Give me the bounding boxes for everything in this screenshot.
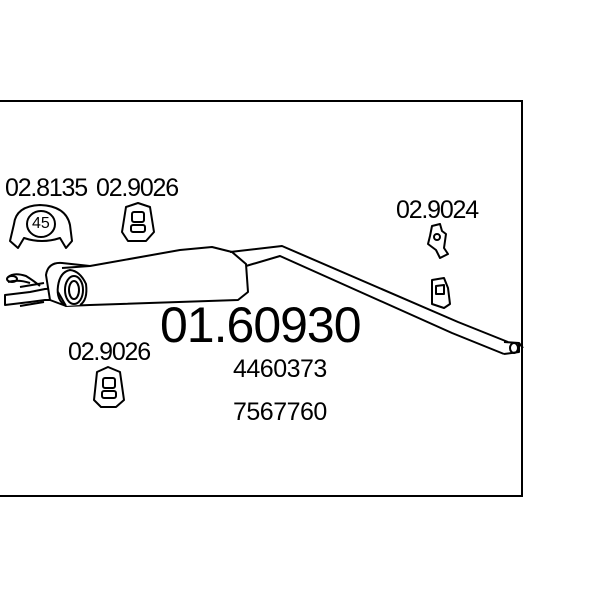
oe-number-2: 7567760 (233, 398, 327, 426)
clamp-size-label: 45 (32, 215, 50, 232)
inlet-pipe (4, 273, 63, 307)
rubber-mount-top-icon (121, 202, 155, 242)
muffler-body (45, 246, 249, 307)
rubber-mount-top-part-number: 02.9026 (96, 174, 179, 202)
bracket-icon (427, 223, 449, 259)
oe-number-1: 4460373 (233, 355, 327, 383)
rubber-mount-bottom-icon (93, 366, 125, 408)
bracket-part-number: 02.9024 (396, 196, 479, 224)
tail-hanger (431, 277, 451, 309)
rubber-mount-bottom-part-number: 02.9026 (68, 338, 151, 366)
clamp-part-number: 02.8135 (5, 174, 88, 202)
clamp-icon (9, 204, 73, 249)
tail-pipe (229, 245, 524, 355)
drawing-frame (0, 100, 523, 497)
main-part-number: 01.60930 (160, 297, 362, 353)
